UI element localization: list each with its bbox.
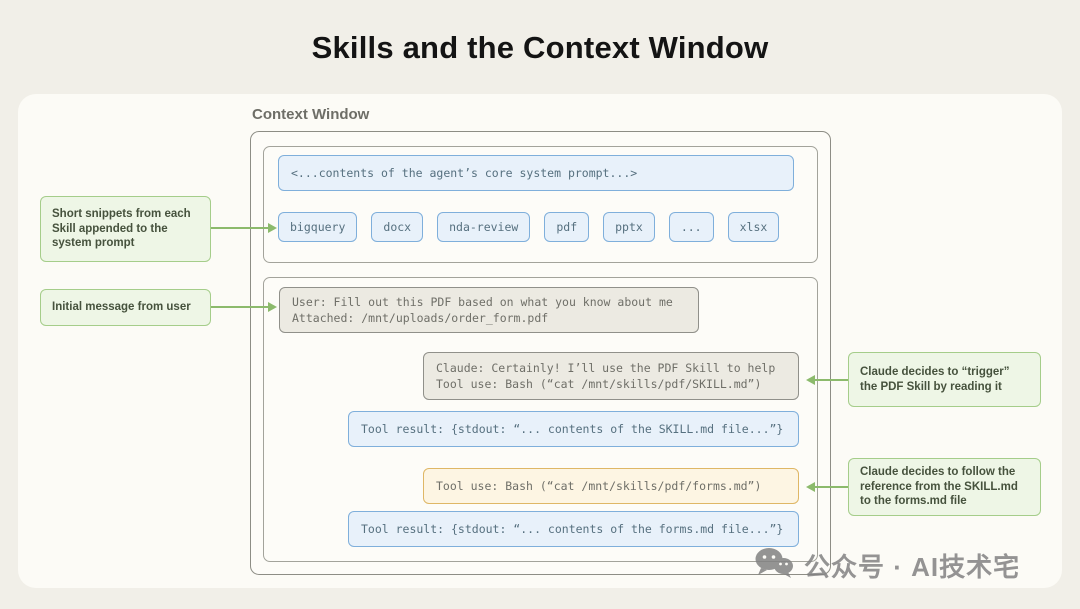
claude-message-box: Claude: Certainly! I’ll use the PDF Skil… <box>423 352 799 400</box>
annotation-follow-reference-text: Claude decides to follow the reference f… <box>860 466 1018 508</box>
claude-message-line2: Tool use: Bash (“cat /mnt/skills/pdf/SKI… <box>436 377 762 391</box>
system-prompt-text: <...contents of the agent’s core system … <box>291 166 638 180</box>
skill-chip-bigquery: bigquery <box>278 212 358 242</box>
annotation-follow-reference: Claude decides to follow the reference f… <box>848 458 1041 516</box>
tool-result-forms-text: Tool result: {stdout: “... contents of t… <box>361 522 784 536</box>
arrow-follow-reference-icon <box>806 482 848 492</box>
tool-result-forms-box: Tool result: {stdout: “... contents of t… <box>348 511 799 547</box>
user-message-box: User: Fill out this PDF based on what yo… <box>279 287 699 333</box>
watermark-text: 公众号 · AI技术宅 <box>804 552 1021 582</box>
arrow-skill-snippets-icon <box>211 223 277 233</box>
annotation-trigger-skill: Claude decides to “trigger” the PDF Skil… <box>848 352 1041 407</box>
claude-message-line1: Claude: Certainly! I’ll use the PDF Skil… <box>436 361 776 375</box>
tool-result-skill-box: Tool result: {stdout: “... contents of t… <box>348 411 799 447</box>
arrow-initial-message-icon <box>211 302 277 312</box>
annotation-skill-snippets: Short snippets from each Skill appended … <box>40 196 211 262</box>
skill-chip-row: bigquery docx nda-review pdf pptx ... xl… <box>278 212 780 242</box>
skill-chip-docx: docx <box>371 212 424 242</box>
arrow-trigger-skill-icon <box>806 375 848 385</box>
system-prompt-box: <...contents of the agent’s core system … <box>278 155 794 191</box>
user-message-line1: User: Fill out this PDF based on what yo… <box>292 295 673 309</box>
annotation-skill-snippets-text: Short snippets from each Skill appended … <box>52 208 191 250</box>
wechat-icon <box>754 546 794 585</box>
user-message-line2: Attached: /mnt/uploads/order_form.pdf <box>292 311 549 325</box>
tool-use-forms-text: Tool use: Bash (“cat /mnt/skills/pdf/for… <box>436 479 762 493</box>
annotation-trigger-skill-text: Claude decides to “trigger” the PDF Skil… <box>860 366 1010 393</box>
skill-chip-ellipsis: ... <box>668 212 714 242</box>
skill-chip-nda-review: nda-review <box>437 212 531 242</box>
watermark: 公众号 · AI技术宅 <box>754 546 1020 585</box>
tool-result-skill-text: Tool result: {stdout: “... contents of t… <box>361 422 784 436</box>
tool-use-forms-box: Tool use: Bash (“cat /mnt/skills/pdf/for… <box>423 468 799 504</box>
annotation-initial-message-text: Initial message from user <box>52 301 191 314</box>
skill-chip-pptx: pptx <box>603 212 655 242</box>
annotation-initial-message: Initial message from user <box>40 289 211 326</box>
skill-chip-xlsx: xlsx <box>727 212 780 242</box>
page-title: Skills and the Context Window <box>311 30 769 65</box>
skill-chip-pdf: pdf <box>544 212 590 242</box>
context-window-label: Context Window <box>252 106 370 123</box>
